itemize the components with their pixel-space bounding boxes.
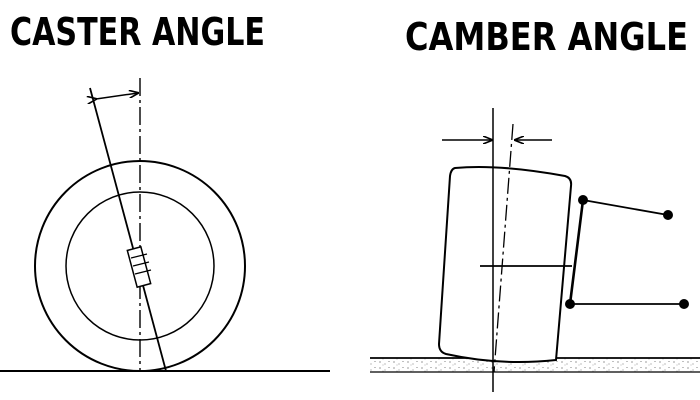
camber-tire bbox=[437, 166, 573, 363]
caster-hub bbox=[126, 245, 152, 289]
camber-wheel-centerline bbox=[493, 123, 514, 373]
camber-lower-pivot bbox=[679, 299, 689, 309]
camber-lower-ball-joint bbox=[565, 299, 575, 309]
caster-steering-axis bbox=[89, 87, 167, 372]
caster-angle-arrow bbox=[96, 93, 138, 99]
caster-angle-title: CASTER ANGLE bbox=[10, 10, 265, 54]
camber-angle-title: CAMBER ANGLE bbox=[405, 15, 688, 59]
caster-angle-diagram: CASTER ANGLE bbox=[0, 10, 330, 372]
camber-upper-control-arm bbox=[582, 199, 669, 216]
camber-upper-pivot bbox=[663, 210, 673, 220]
camber-ground-surface bbox=[370, 358, 700, 372]
camber-upper-ball-joint bbox=[578, 195, 588, 205]
camber-knuckle-upright bbox=[568, 199, 585, 305]
camber-suspension bbox=[565, 195, 689, 309]
camber-angle-diagram: CAMBER ANGLE bbox=[370, 15, 700, 392]
